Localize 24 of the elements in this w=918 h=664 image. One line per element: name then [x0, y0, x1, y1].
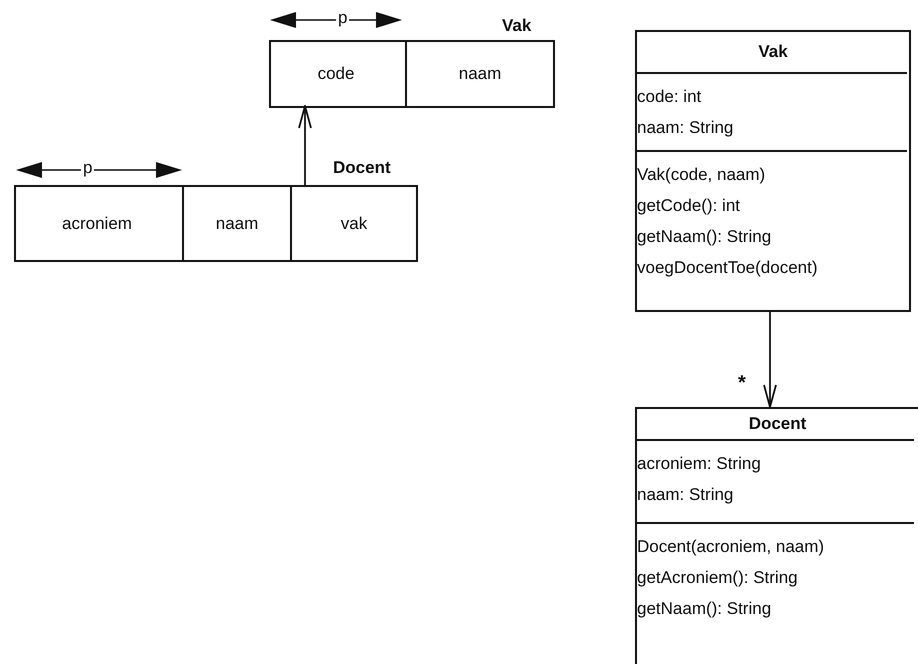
association-arrow: [763, 312, 777, 408]
association-arrow: [298, 105, 312, 187]
uml-class-box: [635, 30, 911, 312]
class-name: Vak: [758, 42, 788, 61]
class-member: code: int: [637, 86, 702, 108]
column-name: code: [318, 64, 354, 84]
column-name: naam: [458, 64, 502, 84]
class-member: naam: String: [637, 484, 734, 506]
column-name: naam: [216, 214, 258, 234]
column-name: acroniem: [62, 214, 132, 234]
uml-class-box: [635, 407, 918, 664]
class-name: Docent: [748, 414, 806, 433]
class-member: getAcroniem(): String: [637, 567, 798, 589]
class-member: naam: String: [637, 117, 734, 139]
table-name: Vak: [502, 16, 532, 36]
class-member: getNaam(): String: [637, 226, 772, 248]
class-member: Vak(code, naam): [637, 164, 766, 186]
table-name: Docent: [333, 158, 391, 178]
class-member: Docent(acroniem, naam): [637, 536, 824, 558]
class-member: voegDocentToe(docent): [637, 257, 818, 279]
column-name: vak: [340, 214, 368, 234]
class-member: getCode(): int: [637, 195, 740, 217]
class-member: getNaam(): String: [637, 598, 772, 620]
class-member: acroniem: String: [637, 453, 761, 475]
